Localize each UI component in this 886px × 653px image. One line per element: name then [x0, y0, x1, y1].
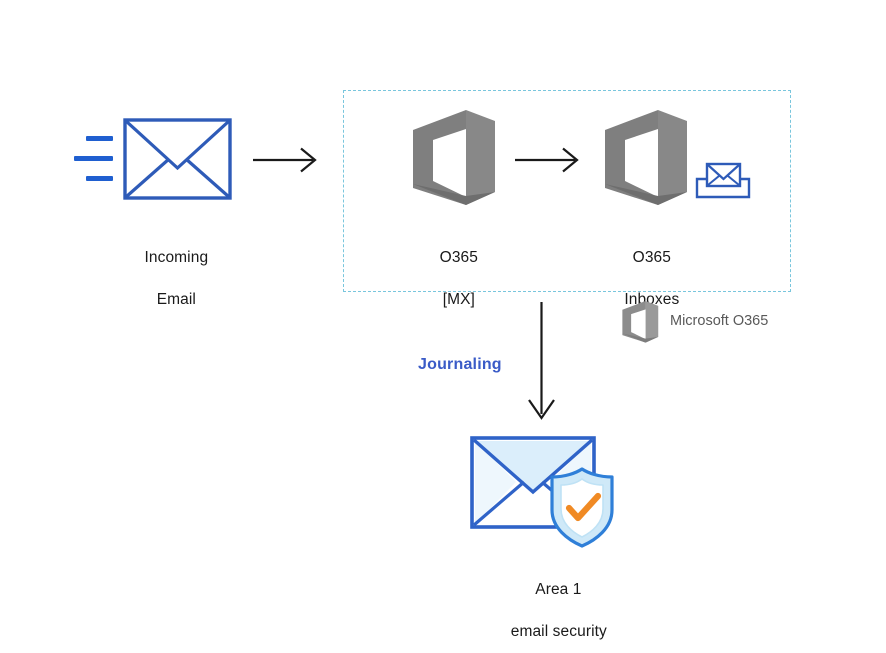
envelope-flap-lines: [125, 120, 230, 171]
o365-inboxes-node: [595, 108, 691, 208]
office-365-icon: [605, 110, 687, 205]
inbox-tray-badge: [694, 159, 752, 203]
legend-label: Microsoft O365: [670, 313, 769, 329]
office-365-icon: [413, 110, 495, 205]
edge-mx-to-inboxes: [515, 145, 585, 175]
incoming-email-label: Incoming Email: [95, 226, 240, 331]
area1-label-line1: Area 1: [535, 581, 582, 598]
area1-label-line2: email security: [510, 623, 607, 640]
office-icon-inner-panel: [625, 129, 658, 197]
o365-inboxes-label-line1: O365: [632, 249, 671, 266]
microsoft-o365-zone-boundary: [343, 90, 791, 292]
office-icon-inner-panel: [631, 309, 646, 340]
area1-envelope-left-wedge: [475, 441, 516, 524]
envelope-body: [123, 118, 232, 200]
envelope-diagonal-left: [125, 157, 171, 198]
office-icon-inner-panel: [433, 129, 466, 197]
office-icon-shadow: [413, 184, 495, 205]
speed-line-middle: [74, 156, 113, 161]
area1-email-security-node: [466, 430, 636, 548]
envelope-shield-check-icon: [470, 436, 614, 548]
office-365-icon: [622, 301, 659, 343]
envelope-diagonal-right: [184, 157, 230, 198]
office-icon-shadow: [622, 333, 659, 343]
o365-mx-label: O365 [MX]: [375, 226, 525, 331]
legend-office-icon-wrap: [618, 300, 660, 344]
incoming-email-label-line1: Incoming: [144, 249, 209, 266]
area1-email-security-label: Area 1 email security: [460, 558, 640, 653]
incoming-email-label-line2: Email: [156, 291, 196, 308]
incoming-email-node: [70, 112, 270, 212]
o365-mx-node: [403, 108, 499, 208]
edge-incoming-to-mx: [253, 145, 323, 175]
journaling-label: Journaling: [418, 356, 502, 373]
arrow-down-icon: [528, 302, 555, 420]
office-icon-right-face: [466, 110, 495, 205]
inbox-envelope-body: [705, 162, 742, 188]
incoming-envelope-icon: [74, 118, 232, 200]
inbox-envelope-flap: [707, 164, 740, 181]
area1-envelope-diagonal-left: [472, 480, 526, 527]
area1-shield-inner: [560, 478, 604, 538]
o365-inboxes-label: O365 Inboxes: [568, 226, 718, 331]
o365-mx-label-line1: O365: [439, 249, 478, 266]
o365-mx-label-line2: [MX]: [442, 291, 475, 308]
area1-check-icon: [565, 492, 602, 522]
speed-line-top: [86, 136, 113, 141]
arrow-right-icon: [515, 147, 579, 173]
edge-inboxes-to-area1: [524, 300, 560, 425]
area1-envelope-flap-line: [472, 438, 594, 495]
office-icon-right-face: [658, 110, 687, 205]
speed-line-bottom: [86, 176, 113, 181]
office-icon-right-face: [645, 301, 659, 343]
arrow-right-icon: [253, 147, 317, 173]
inbox-envelope-diagonal-left: [707, 175, 720, 186]
o365-inboxes-label-line2: Inboxes: [624, 291, 680, 308]
inbox-tray-envelope-icon: [695, 162, 751, 199]
inbox-envelope-diagonal-right: [727, 175, 740, 186]
area1-envelope-flap-fill: [475, 441, 591, 492]
office-icon-shadow: [605, 184, 687, 205]
